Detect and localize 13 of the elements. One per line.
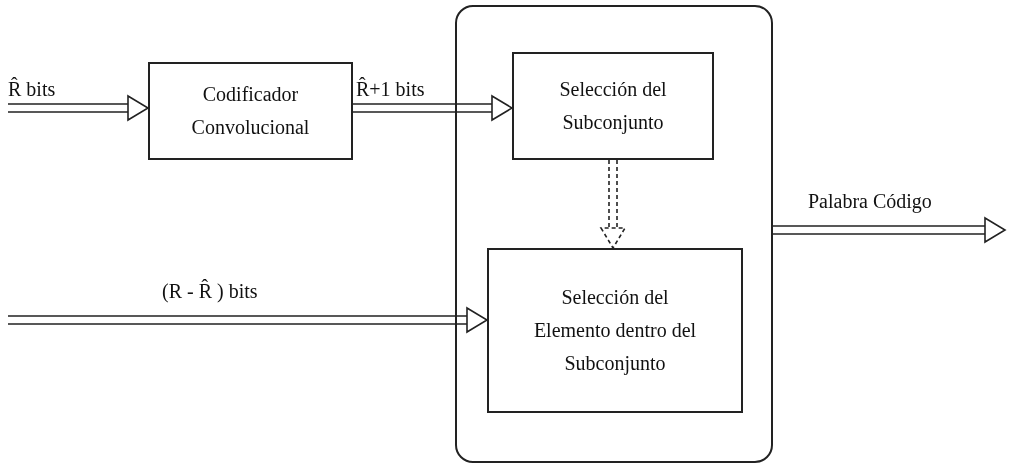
box-label: Selección del Subconjunto xyxy=(558,77,668,136)
process-box xyxy=(512,52,714,160)
double-line-arrow xyxy=(600,159,626,250)
double-line-arrow xyxy=(352,95,514,121)
box-label: Codificador Convolucional xyxy=(190,82,311,140)
double-line-arrow xyxy=(7,307,489,333)
double-line-arrow xyxy=(772,217,1007,243)
container-box xyxy=(455,5,773,463)
process-box xyxy=(487,248,743,413)
box-label: Selección del Elemento dentro del Subconjunto xyxy=(532,285,698,377)
edge-label: (R - R̂ ) bits xyxy=(160,280,260,303)
process-box xyxy=(148,62,353,160)
double-line-arrow xyxy=(7,95,150,121)
